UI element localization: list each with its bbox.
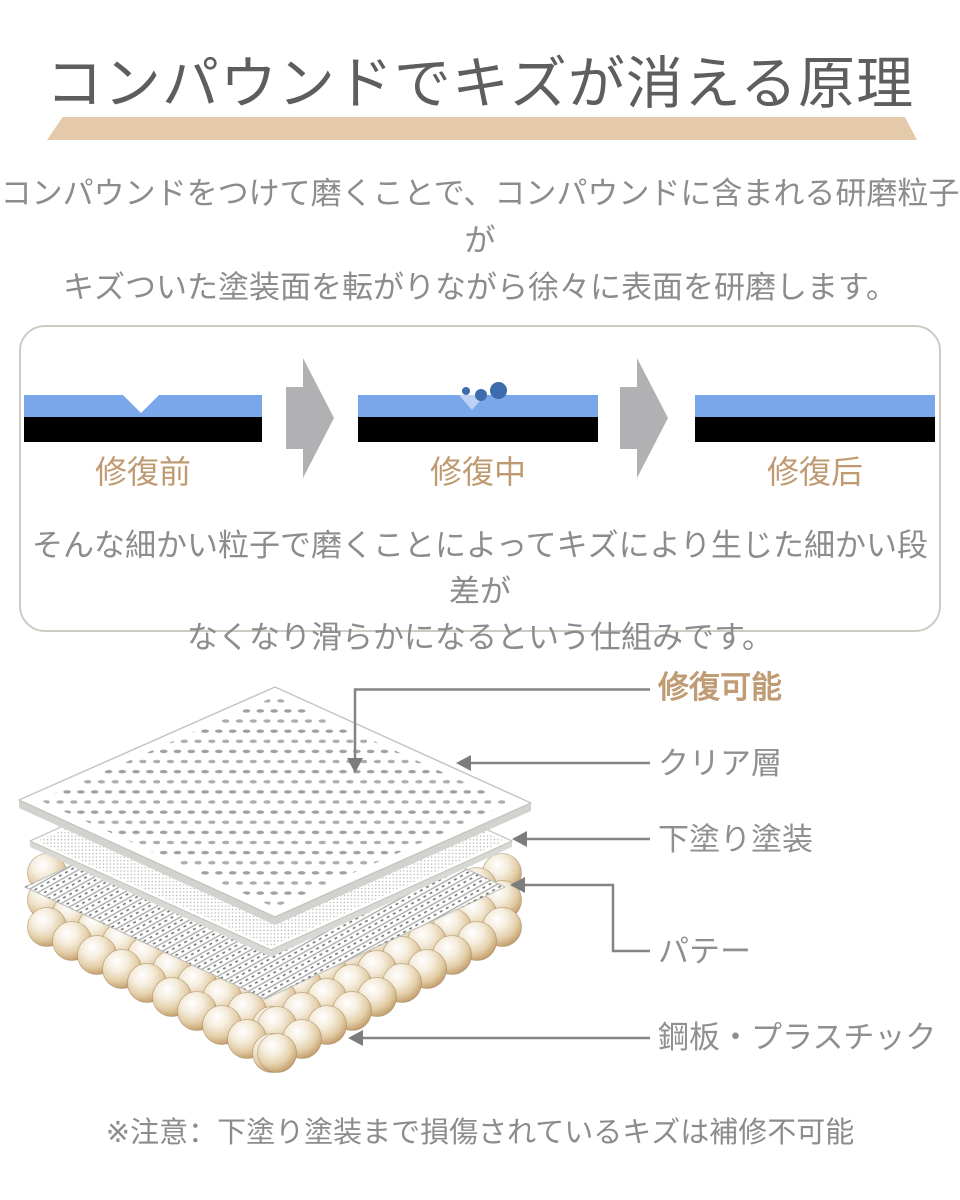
clear-coat-layer-plate [18, 686, 532, 925]
arrow-left-icon [348, 1030, 363, 1046]
abrasive-particle-large [490, 382, 507, 399]
stage-before: 修復前 [24, 395, 262, 490]
connector-repairable [353, 688, 650, 759]
connector-lines [353, 688, 650, 1040]
label-steel-plastic: 鋼板・プラスチック [658, 1020, 937, 1055]
arrow-left-icon [456, 755, 471, 771]
process-description: そんな細かい粒子で磨くことによってキズにより生じた細かい段差がなくなり滑らかにな… [21, 523, 939, 661]
arrow-left-icon [510, 877, 525, 893]
label-clear-layer: クリア層 [658, 746, 782, 781]
stage-during: 修復中 [358, 382, 598, 490]
intro-paragraph: コンパウンドをつけて磨くことで、コンパウンドに含まれる研磨粒子がキズついた塗装面… [0, 170, 960, 311]
scratch-notch [123, 395, 159, 413]
intro-line-1: コンパウンドをつけて磨くことで、コンパウンドに含まれる研磨粒子が [0, 176, 960, 258]
arrow-right-icon [620, 358, 668, 478]
paint-cross-section-scratched [24, 395, 262, 442]
paint-cross-section-repaired [695, 395, 935, 442]
page-title: コンパウンドでキズが消える原理 [45, 52, 915, 116]
process-description-line-1: そんな細かい粒子で磨くことによってキズにより生じた細かい段差が [32, 528, 928, 609]
arrow-down-icon [347, 758, 363, 773]
stage-after-label: 修復后 [766, 454, 863, 490]
base-layer-graphic [358, 417, 598, 442]
paint-layer-stack-diagram [18, 686, 650, 1073]
stage-before-label: 修復前 [94, 454, 191, 490]
title-highlight-bar [47, 117, 917, 140]
connector-arrowheads [347, 755, 527, 1046]
label-putty: パテー [658, 934, 751, 969]
caution-note: ※注意：下塗り塗装まで損傷されているキズは補修不可能 [105, 1117, 855, 1149]
stage-after: 修復后 [695, 395, 935, 490]
label-undercoat: 下塗り塗装 [658, 822, 813, 857]
process-description-line-2: なくなり滑らかになるという仕組みです。 [187, 620, 773, 655]
stage-during-label: 修復中 [429, 454, 526, 490]
clear-coat-layer-graphic [695, 395, 935, 417]
clear-coat-layer-graphic [24, 395, 262, 417]
arrow-left-icon [512, 831, 527, 847]
connector-putty [524, 883, 650, 953]
paint-cross-section-polishing [358, 382, 598, 442]
label-repairable: 修復可能 [658, 670, 782, 705]
base-layer-graphic [24, 417, 262, 442]
process-box: 修復前 修復中 [19, 325, 941, 655]
intro-line-2: キズついた塗装面を転がりながら徐々に表面を研磨します。 [63, 270, 897, 305]
arrow-right-icon [286, 358, 334, 478]
abrasive-particle-medium [475, 389, 487, 401]
abrasive-particle-small [462, 387, 470, 395]
bead-layer-front-row [27, 907, 522, 1073]
base-layer-graphic [695, 417, 935, 442]
